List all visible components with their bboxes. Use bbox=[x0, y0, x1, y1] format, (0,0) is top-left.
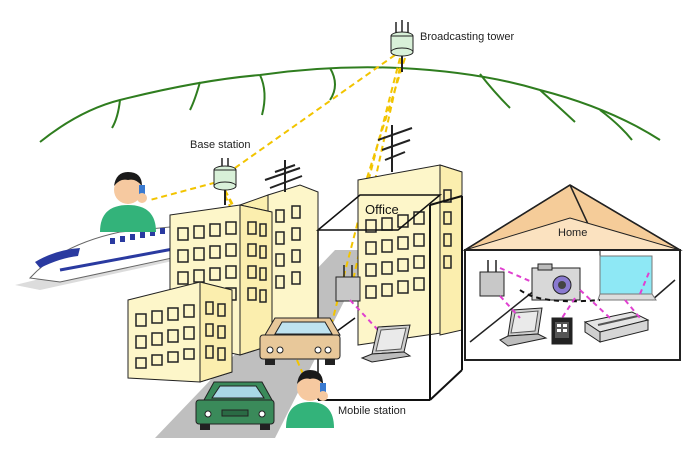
router-icon bbox=[479, 260, 505, 297]
car-icon bbox=[259, 317, 341, 365]
home-wlan-links bbox=[499, 267, 651, 319]
base-station-icon bbox=[213, 158, 237, 205]
office-label: Office bbox=[365, 202, 399, 217]
router-icon bbox=[335, 265, 361, 302]
broadcast-tower-icon bbox=[390, 20, 414, 72]
base-station-label: Base station bbox=[190, 139, 251, 151]
home-label: Home bbox=[558, 227, 587, 239]
tv-icon bbox=[597, 255, 657, 301]
mobile-station-label: Mobile station bbox=[338, 405, 406, 417]
person-phone-icon bbox=[286, 370, 334, 428]
building-low-left bbox=[127, 281, 233, 383]
car-icon bbox=[195, 381, 275, 430]
building-tall-left bbox=[169, 204, 273, 356]
person-phone-icon bbox=[100, 172, 156, 232]
smartphone-icon bbox=[551, 317, 573, 345]
home-wired-link bbox=[519, 289, 601, 303]
office-building bbox=[357, 125, 463, 346]
hill-line bbox=[39, 66, 661, 143]
broadcasting-tower-label: Broadcasting tower bbox=[420, 31, 514, 43]
bullet-train-icon bbox=[15, 223, 201, 290]
laptop-icon bbox=[360, 324, 412, 363]
printer-icon bbox=[583, 311, 650, 343]
laptop-icon bbox=[499, 307, 548, 347]
camera-icon bbox=[531, 263, 581, 301]
office-wlan-link bbox=[349, 299, 379, 331]
